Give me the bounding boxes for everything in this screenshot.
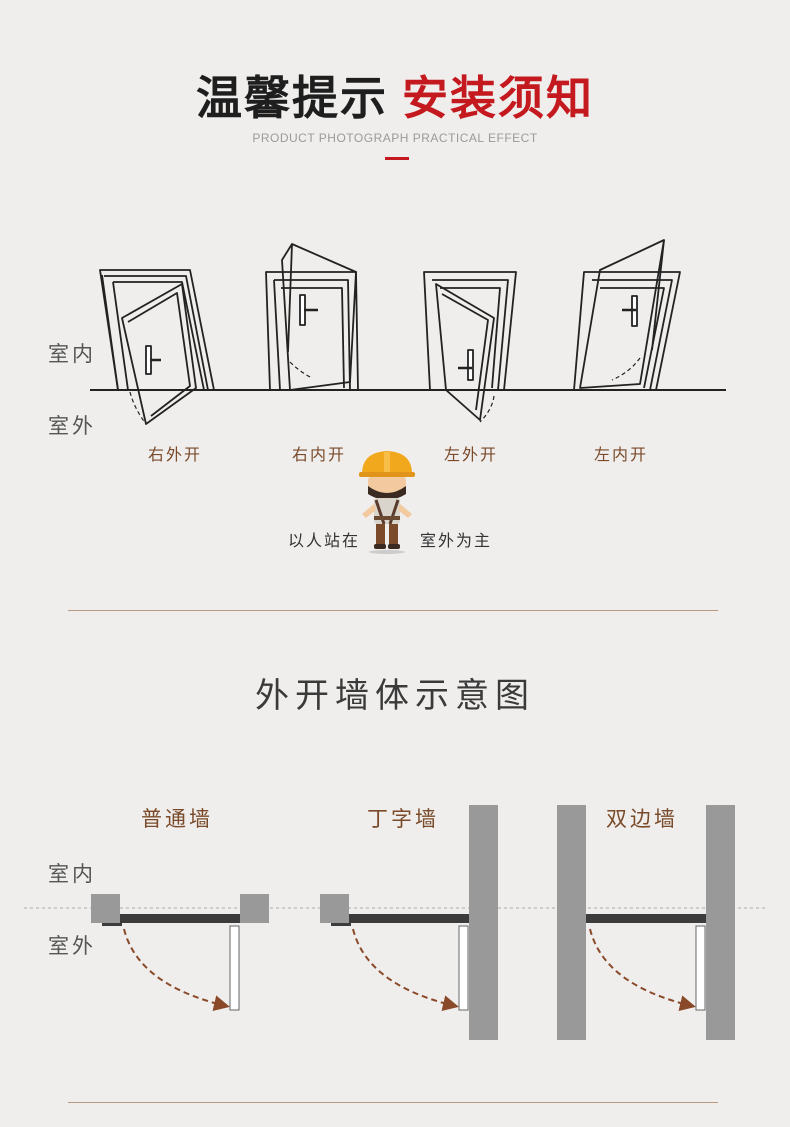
wall-double-sided [557, 805, 735, 1040]
outdoor-label: 室外 [48, 934, 96, 958]
wall-label: 丁字墙 [367, 807, 439, 831]
wall-label: 双边墙 [606, 807, 678, 831]
title-warm-tips: 温馨提示 [196, 71, 388, 125]
door-label: 左内开 [594, 445, 649, 464]
worker-mascot-icon [359, 451, 415, 554]
wall-diagram [24, 805, 766, 1040]
note-left: 以人站在 [288, 531, 361, 550]
title-accent-bar [385, 157, 409, 160]
section-divider [68, 1102, 718, 1103]
note-right: 室外为主 [420, 531, 493, 550]
door-label: 左外开 [444, 445, 499, 464]
outdoor-label: 室外 [48, 414, 96, 438]
section-divider [68, 610, 718, 611]
indoor-label: 室内 [48, 862, 96, 886]
wall-label: 普通墙 [141, 807, 213, 831]
door-right-inward [265, 243, 359, 391]
indoor-label: 室内 [48, 342, 96, 366]
door-opening-diagram [90, 239, 726, 425]
wall-normal [91, 894, 269, 1011]
door-left-inward [573, 239, 681, 391]
wall-t-shaped [320, 805, 498, 1040]
door-label: 右外开 [148, 445, 203, 464]
wall-section-title: 外开墙体示意图 [255, 676, 535, 716]
door-label: 右内开 [292, 445, 347, 464]
title-install-notice: 安装须知 [402, 71, 594, 125]
page-title: 温馨提示安装须知 [0, 62, 790, 128]
door-right-outward [99, 269, 215, 425]
door-left-outward [423, 271, 517, 423]
subtitle: PRODUCT PHOTOGRAPH PRACTICAL EFFECT [252, 131, 538, 145]
